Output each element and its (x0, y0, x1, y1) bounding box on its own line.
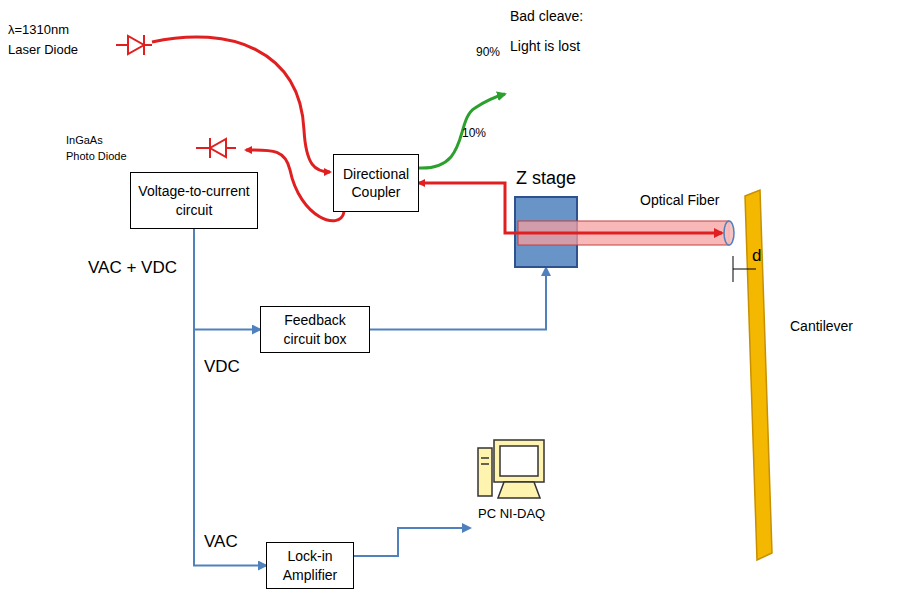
part-name: InGaAs (66, 134, 103, 146)
cantilever (745, 190, 772, 560)
box-text: Lock-in Amplifier (273, 547, 347, 583)
dimension: d (752, 246, 761, 266)
signal-wire (194, 229, 266, 566)
box-text: Voltage-to-current circuit (137, 182, 251, 218)
box-text: Directional Coupler (340, 165, 412, 201)
signal-wire (194, 229, 260, 330)
lost-light-fiber (419, 94, 505, 168)
ratio-label: 90% (476, 45, 500, 59)
signal-wire (370, 268, 546, 330)
box-text: Feedback circuit box (267, 311, 363, 347)
signal-name: VDC (204, 357, 240, 377)
laser-diode-symbol (116, 35, 152, 55)
part-name: Cantilever (790, 318, 853, 334)
fiber-end (724, 221, 734, 245)
coupler-box: Directional Coupler (333, 154, 419, 212)
feedback-box: Feedback circuit box (260, 306, 370, 353)
part-name: Optical Fiber (640, 192, 719, 208)
ratio-label: 10% (462, 126, 486, 140)
computer-icon (478, 440, 544, 498)
signal-name: VAC + VDC (88, 258, 177, 278)
photo-diode-symbol (196, 138, 236, 158)
fiber-light (514, 232, 722, 235)
lockin-box: Lock-in Amplifier (266, 542, 354, 589)
photodiode-fiber (246, 150, 344, 221)
optical-fiber-link (419, 183, 514, 233)
converter-box: Voltage-to-current circuit (130, 172, 258, 229)
wavelength-label: λ=1310nm (8, 22, 69, 37)
laser-fiber (152, 37, 330, 172)
part-name: Photo Diode (66, 150, 127, 162)
signal-name: VAC (204, 532, 238, 552)
part-name: PC NI-DAQ (478, 506, 545, 521)
signal-wire (354, 528, 470, 556)
part-name: Laser Diode (8, 42, 78, 57)
note: Bad cleave: (510, 8, 583, 24)
stage-heading: Z stage (516, 168, 576, 189)
note: Light is lost (510, 38, 580, 54)
